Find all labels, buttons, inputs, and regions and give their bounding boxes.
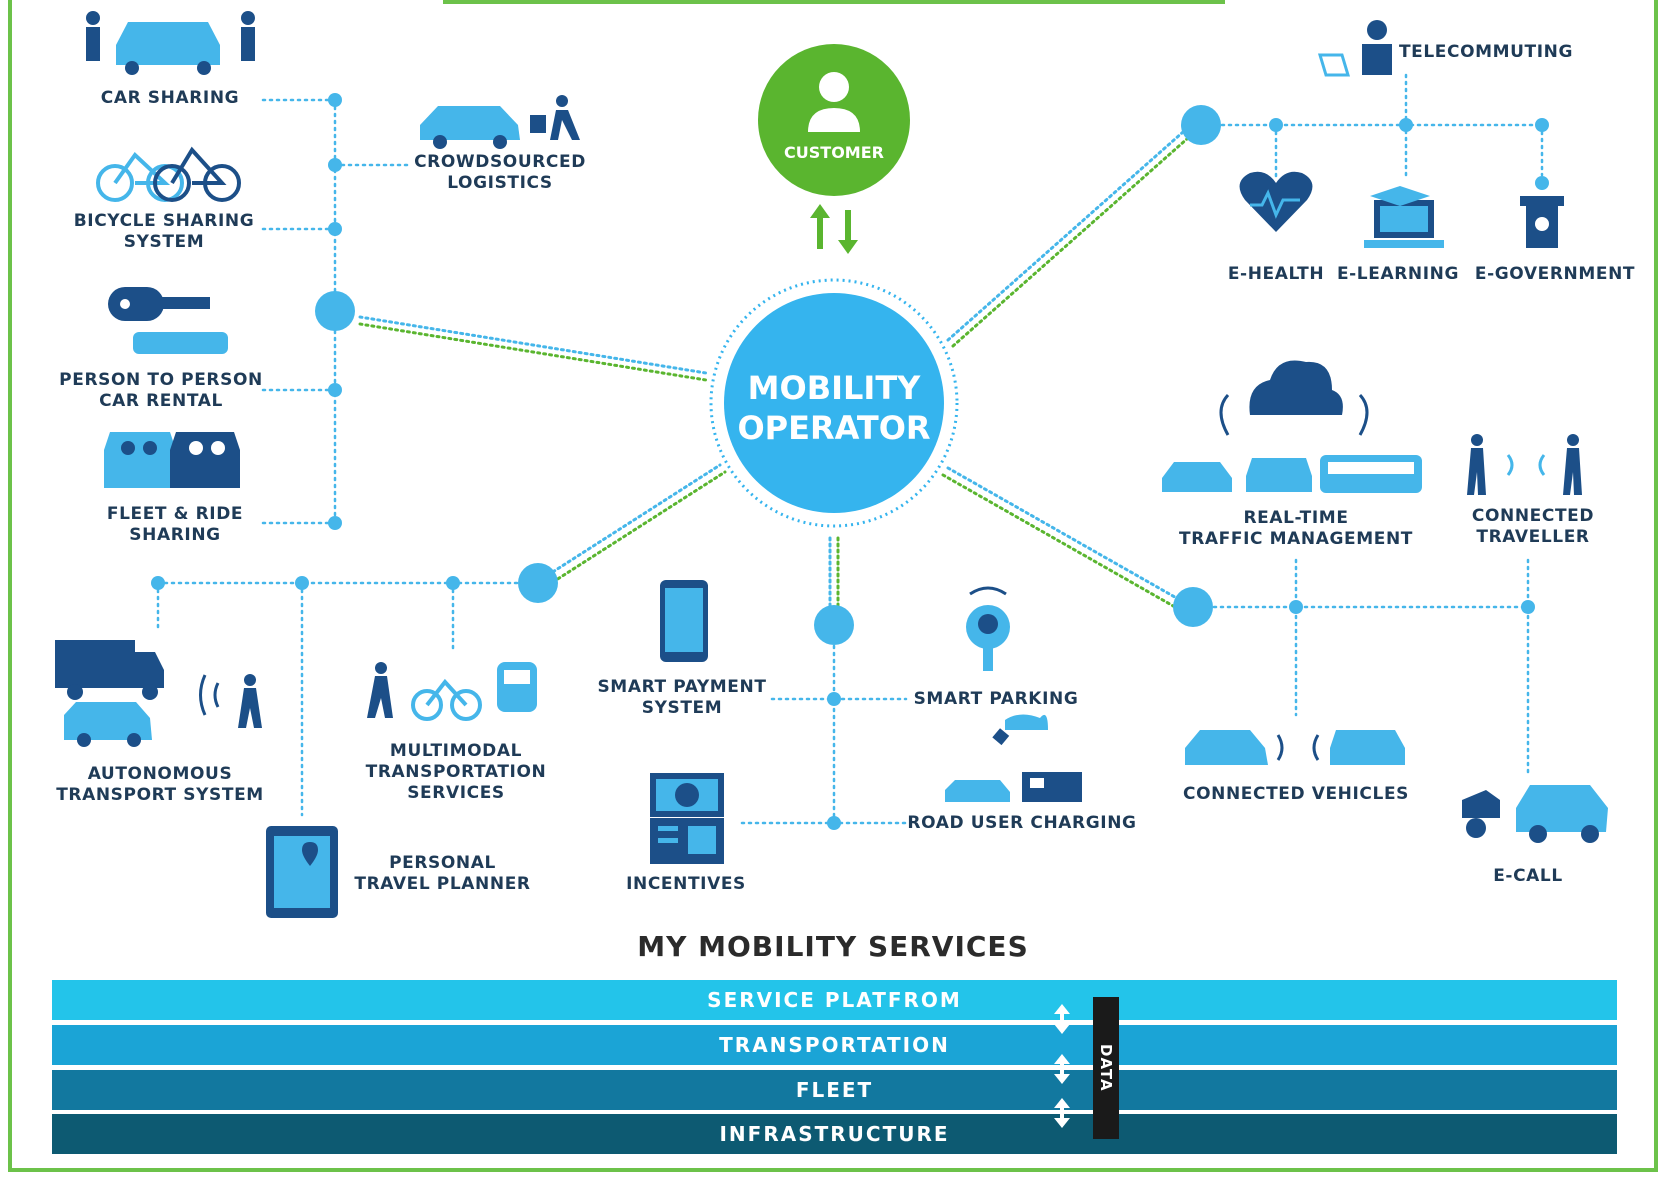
multimodal-icon xyxy=(367,662,537,721)
laptop-icon xyxy=(1364,186,1444,248)
money-icon xyxy=(650,773,724,864)
telecommuting-label: TELECOMMUTING xyxy=(1398,42,1574,62)
connector-lines xyxy=(156,73,1544,825)
traffic-management-label: REAL-TIME TRAFFIC MANAGEMENT xyxy=(1179,508,1413,549)
key-icon xyxy=(108,287,228,354)
crowdsourced-logistics-label: CROWDSOURCED LOGISTICS xyxy=(414,152,586,193)
connected-vehicles-label: CONNECTED VEHICLES xyxy=(1183,784,1409,804)
layer-service-platform: SERVICE PLATFROM xyxy=(52,980,1617,1020)
ehealth-label: E-HEALTH xyxy=(1227,264,1325,284)
customer-label: CUSTOMER xyxy=(784,143,884,162)
p2p-rental-label: PERSON TO PERSON CAR RENTAL xyxy=(59,370,263,411)
car-sharing-label: CAR SHARING xyxy=(100,88,240,108)
data-label: DATA xyxy=(1097,1044,1115,1092)
mobility-operator-hub xyxy=(709,278,959,528)
bicycle-sharing-label: BICYCLE SHARING SYSTEM xyxy=(73,211,255,252)
data-bar xyxy=(1093,997,1119,1139)
autonomous-transport-icon xyxy=(55,640,262,747)
smart-phone-icon xyxy=(660,580,708,662)
egovernment-label: E-GOVERNMENT xyxy=(1474,264,1636,284)
road-user-charging-label: ROAD USER CHARGING xyxy=(907,813,1137,833)
elearning-label: E-LEARNING xyxy=(1336,264,1460,284)
traffic-vehicles-icon xyxy=(1162,455,1422,493)
smart-payment-label: SMART PAYMENT SYSTEM xyxy=(597,677,767,718)
layer-fleet: FLEET xyxy=(52,1070,1617,1110)
road-charging-icon xyxy=(945,714,1082,802)
travel-planner-label: PERSONAL TRAVEL PLANNER xyxy=(354,853,531,894)
smart-parking-label: SMART PARKING xyxy=(913,689,1079,709)
tow-truck-icon xyxy=(1462,785,1608,843)
data-arrows xyxy=(1054,1004,1070,1128)
incentives-label: INCENTIVES xyxy=(626,874,746,894)
car-sharing-icon xyxy=(86,11,255,75)
podium-icon xyxy=(1520,176,1564,248)
autonomous-label: AUTONOMOUS TRANSPORT SYSTEM xyxy=(56,764,264,805)
connected-traveller-label: CONNECTED TRAVELLER xyxy=(1471,506,1595,547)
telecommuting-icon xyxy=(1317,20,1392,77)
heart-icon xyxy=(1239,171,1313,232)
parking-meter-icon xyxy=(966,586,1010,671)
ecall-label: E-CALL xyxy=(1493,866,1563,886)
travel-planner-icon xyxy=(266,826,338,918)
diagram-title: MY MOBILITY SERVICES xyxy=(637,930,1029,963)
bicycle-sharing-icon xyxy=(96,146,241,202)
customer-operator-arrows xyxy=(810,204,858,254)
layer-infrastructure: INFRASTRUCTURE xyxy=(52,1114,1617,1154)
customer-node xyxy=(758,44,910,196)
connected-traveller-icon xyxy=(1467,434,1582,495)
layer-transportation: TRANSPORTATION xyxy=(52,1025,1617,1065)
fleet-ride-sharing-label: FLEET & RIDE SHARING xyxy=(106,504,244,545)
hub-nodes xyxy=(151,93,1549,830)
multimodal-label: MULTIMODAL TRANSPORTATION SERVICES xyxy=(365,741,547,803)
cloud-icon xyxy=(1219,360,1369,436)
ride-sharing-icon xyxy=(104,432,240,488)
crowdsourced-logistics-icon xyxy=(420,95,580,149)
connected-vehicles-icon xyxy=(1185,730,1405,765)
